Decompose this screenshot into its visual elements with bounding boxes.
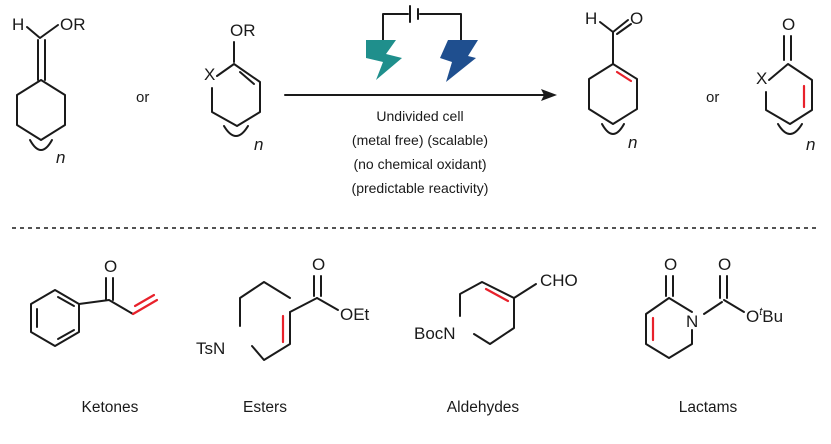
vinyl-double-bond bbox=[131, 293, 159, 316]
double-bond-exocyclic bbox=[37, 39, 46, 81]
tetrahydropyridine-ring bbox=[239, 281, 291, 361]
index-n: n bbox=[254, 135, 263, 154]
atom-O: O bbox=[312, 255, 325, 274]
atom-O: O bbox=[630, 9, 643, 28]
example-lactam: O N O OtBu Lactams bbox=[645, 255, 783, 416]
atom-X: X bbox=[204, 65, 215, 84]
class-label-lactams: Lactams bbox=[679, 399, 738, 416]
atom-CHO: CHO bbox=[540, 271, 578, 290]
example-aldehyde: CHO BocN Aldehydes bbox=[414, 271, 578, 416]
atom-N: N bbox=[686, 312, 698, 331]
carbamate-bond bbox=[723, 299, 745, 313]
carbonyl-double bbox=[783, 35, 792, 61]
condition-line: (no chemical oxidant) bbox=[353, 156, 486, 172]
index-n: n bbox=[628, 133, 637, 152]
atom-OtBu: OtBu bbox=[746, 306, 783, 326]
atom-O: O bbox=[782, 15, 795, 34]
circuit-wire bbox=[382, 13, 462, 41]
index-n: n bbox=[806, 135, 815, 154]
lactam-ring bbox=[645, 297, 693, 359]
lactam-carbonyl-double bbox=[665, 275, 674, 297]
electrode-right-bolt-icon bbox=[440, 40, 478, 82]
carbonyl-double bbox=[105, 277, 114, 301]
class-label-ketones: Ketones bbox=[82, 399, 139, 416]
ester-bond bbox=[316, 297, 339, 311]
substrate-2: OR X n bbox=[204, 21, 263, 154]
class-label-esters: Esters bbox=[243, 399, 287, 416]
bond bbox=[26, 24, 59, 39]
atom-TsN: TsN bbox=[196, 339, 225, 358]
electrode-left-bolt-icon bbox=[366, 40, 402, 80]
ring-bridge bbox=[223, 125, 249, 137]
bond-aryl-carbonyl bbox=[78, 299, 134, 315]
atom-O: O bbox=[104, 257, 117, 276]
class-label-aldehydes: Aldehydes bbox=[447, 399, 520, 416]
atom-H: H bbox=[585, 9, 597, 28]
atom-OEt: OEt bbox=[340, 305, 370, 324]
atom-O: O bbox=[718, 255, 731, 274]
ring-bridge bbox=[601, 123, 625, 135]
atom-OR: OR bbox=[60, 15, 86, 34]
reaction-conditions: Undivided cell (metal free) (scalable) (… bbox=[352, 108, 489, 196]
atom-O: O bbox=[664, 255, 677, 274]
condition-line: Undivided cell bbox=[376, 108, 463, 124]
bond-to-ring bbox=[289, 297, 318, 313]
carbonyl-double bbox=[313, 275, 322, 297]
electrochemical-cell-icon bbox=[366, 5, 478, 82]
benzene-ring bbox=[30, 289, 80, 347]
product-2: O X n bbox=[756, 15, 815, 154]
atom-H: H bbox=[12, 15, 24, 34]
ring bbox=[765, 63, 813, 125]
new-double-bond bbox=[615, 70, 633, 83]
ring-double-bond bbox=[484, 287, 510, 303]
ring-bridge bbox=[29, 139, 53, 151]
example-ester: O OEt TsN Esters bbox=[196, 255, 370, 416]
N-to-carbamate bbox=[703, 301, 723, 315]
ring-bridge bbox=[777, 123, 803, 135]
condition-line: (metal free) (scalable) bbox=[352, 132, 488, 148]
bond-to-CHO bbox=[513, 283, 537, 299]
ring-double-bond bbox=[239, 71, 255, 85]
index-n: n bbox=[56, 148, 65, 167]
or-text-2: or bbox=[706, 89, 719, 106]
tetrahydropyridine-ring bbox=[459, 281, 515, 345]
condition-line: (predictable reactivity) bbox=[352, 180, 489, 196]
cyclohexane-ring bbox=[16, 79, 66, 141]
or-text-1: or bbox=[136, 89, 149, 106]
aldehyde-CO-double bbox=[616, 23, 632, 35]
example-ketone: O Ketones bbox=[30, 257, 159, 416]
atom-OR: OR bbox=[230, 21, 256, 40]
product-1: H O n bbox=[585, 9, 643, 152]
benzene-inner-bonds bbox=[36, 296, 75, 340]
ring bbox=[211, 63, 261, 127]
substrate-1: H OR n bbox=[12, 15, 86, 167]
arrowhead bbox=[541, 89, 557, 101]
atom-X: X bbox=[756, 69, 767, 88]
carbamate-double bbox=[719, 275, 728, 299]
cyclohexene-ring bbox=[588, 63, 638, 125]
atom-BocN: BocN bbox=[414, 324, 456, 343]
